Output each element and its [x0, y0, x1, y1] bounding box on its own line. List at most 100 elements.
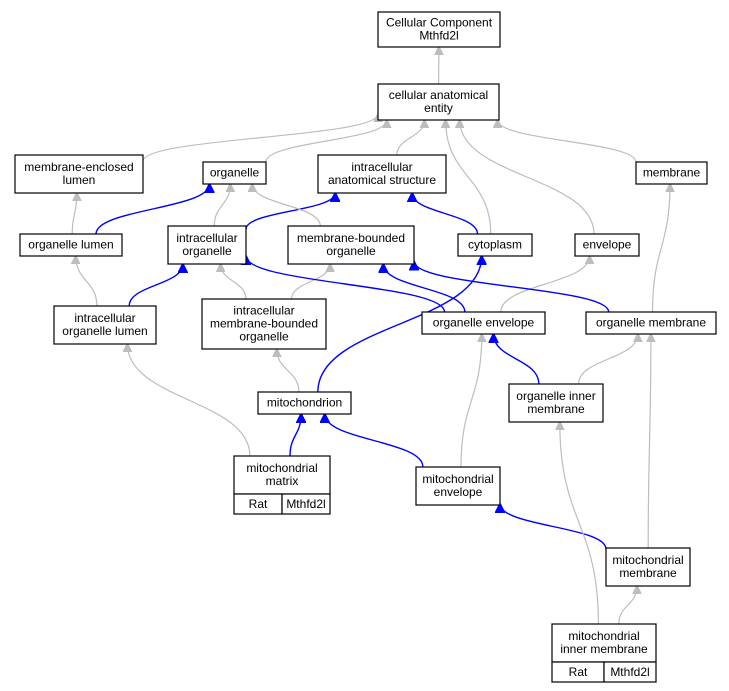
node-box — [167, 225, 247, 265]
node-box — [574, 233, 640, 257]
node-label-line: Cellular Component — [386, 16, 493, 30]
edge-oe-to-env — [500, 256, 590, 313]
node-label-line: organelle — [239, 330, 289, 344]
node-box — [201, 298, 327, 350]
node-label-line: envelope — [583, 238, 632, 252]
species-label: Rat — [569, 665, 588, 679]
edge-iol-to-ol — [76, 256, 98, 307]
edge-mm-to-iol — [127, 344, 251, 457]
node-box — [377, 11, 501, 48]
edge-ias-to-cae — [396, 120, 425, 156]
edge-mmem-to-om — [648, 334, 651, 549]
edge-om-to-mbo — [414, 261, 610, 313]
edge-mel-to-cae — [142, 114, 378, 162]
node-box — [457, 233, 533, 257]
edge-oe-to-io — [246, 256, 446, 313]
node-box — [14, 154, 144, 194]
gene-label: Mthfd2l — [286, 497, 325, 511]
node-cyt[interactable]: cytoplasm — [457, 233, 533, 257]
edge-env-to-cae — [460, 120, 595, 235]
node-label-line: intracellular — [233, 304, 294, 318]
node-env[interactable]: envelope — [574, 233, 640, 257]
node-oe[interactable]: organelle envelope — [421, 311, 546, 335]
edge-iol-to-io — [128, 264, 183, 307]
edge-mim-to-mmem — [618, 586, 637, 625]
node-label-line: mitochondrial — [612, 553, 683, 567]
node-box — [377, 83, 500, 121]
gene-label: Mthfd2l — [610, 665, 649, 679]
edge-imbo-to-io — [221, 264, 247, 300]
edge-ol-to-mel — [71, 193, 77, 235]
node-box — [551, 623, 657, 663]
node-mito[interactable]: mitochondrion — [257, 391, 352, 415]
node-label-line: membrane — [643, 166, 701, 180]
node-label-line: mitochondrial — [246, 461, 317, 475]
node-om[interactable]: organelle membrane — [585, 311, 717, 335]
edge-ol-to-org — [95, 184, 210, 235]
gene-cell — [603, 661, 657, 683]
node-mem[interactable]: membrane — [635, 161, 708, 185]
node-label-line: envelope — [434, 485, 483, 499]
annotation-row: Rat Mthfd2l — [551, 661, 657, 683]
edge-mmem-to-me — [500, 504, 607, 550]
edge-org-to-cae — [265, 120, 387, 163]
node-label-line: inner membrane — [560, 642, 648, 656]
node-org[interactable]: organelle — [202, 161, 267, 185]
node-box — [508, 383, 604, 423]
node-box — [605, 547, 691, 587]
annotation-row: Rat Mthfd2l — [233, 493, 331, 515]
edge-cyt-to-cae — [446, 120, 492, 235]
node-label-line: lumen — [63, 173, 96, 187]
node-label-line: membrane — [527, 402, 585, 416]
edge-mito-to-imbo — [277, 349, 300, 393]
edge-mm-to-mito — [289, 414, 301, 457]
gene-cell — [281, 493, 331, 515]
node-ol[interactable]: organelle lumen — [19, 233, 123, 257]
node-box — [317, 154, 447, 194]
node-label-line: Mthfd2l — [419, 29, 458, 43]
node-label-line: intracellular — [351, 160, 412, 174]
node-box — [415, 466, 501, 506]
edge-mim-to-oim — [560, 422, 599, 625]
node-box — [287, 225, 415, 265]
node-label-line: cellular anatomical — [389, 88, 488, 102]
edge-me-to-mito — [325, 414, 424, 468]
node-box — [202, 161, 267, 185]
edge-mem-to-cae — [498, 120, 637, 163]
edge-oim-to-om — [578, 334, 638, 385]
node-label-line: cytoplasm — [468, 238, 522, 252]
node-box — [257, 391, 352, 415]
node-label-line: organelle — [210, 166, 260, 180]
node-label-line: organelle inner — [516, 389, 595, 403]
node-box — [635, 161, 708, 185]
edge-imbo-to-mbo — [290, 264, 331, 300]
node-label-line: mitochondrial — [568, 629, 639, 643]
node-label-line: membrane-bounded — [297, 231, 405, 245]
node-box — [585, 311, 717, 335]
edge-io-to-ias — [245, 193, 335, 230]
edges-layer — [71, 47, 671, 625]
species-label: Rat — [249, 497, 268, 511]
node-label-line: membrane-bounded — [210, 317, 318, 331]
node-box — [19, 233, 123, 257]
edge-oe-to-mbo — [383, 264, 466, 313]
edge-om-to-mem — [651, 184, 671, 313]
node-label-line: organelle — [182, 244, 232, 258]
edge-me-to-oe — [460, 334, 482, 468]
edge-io-to-org — [213, 184, 230, 227]
